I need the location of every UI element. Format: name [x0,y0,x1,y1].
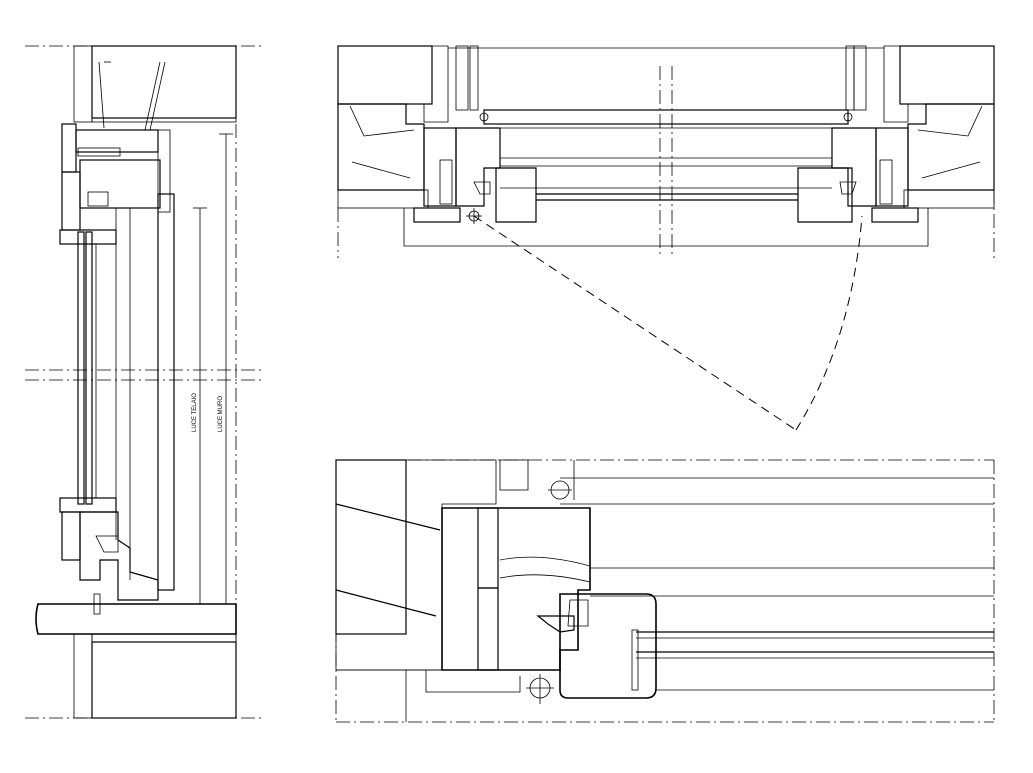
enlarged-detail [335,459,995,723]
luce-telaio-label: LUCE TELAIO [192,393,198,432]
plan-section [337,45,995,431]
vertical-section: LUCE TELAIO LUCE MURO [25,45,263,719]
luce-muro-label: LUCE MURO [218,396,224,432]
